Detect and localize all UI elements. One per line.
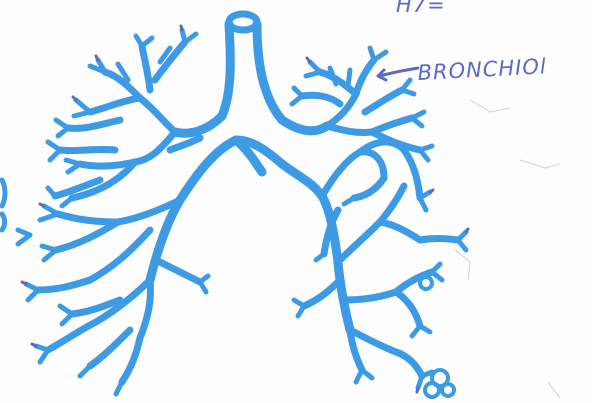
ink-tips — [22, 26, 468, 392]
top-label-fragment: H7= — [396, 0, 446, 17]
bronchioles-label: BRONCHIOl — [417, 54, 547, 85]
bronchioles-pointer — [378, 68, 418, 80]
left-upper-lobe — [55, 42, 200, 198]
trachea — [175, 14, 327, 133]
left-edge-fragment — [2, 180, 5, 230]
alveoli-cluster — [420, 277, 454, 397]
primary-bronchi — [150, 140, 350, 330]
left-lower-lobe — [38, 200, 200, 382]
pencil-marks — [455, 100, 560, 398]
right-lower-lobe — [304, 142, 458, 376]
right-upper-twigs — [292, 48, 432, 160]
